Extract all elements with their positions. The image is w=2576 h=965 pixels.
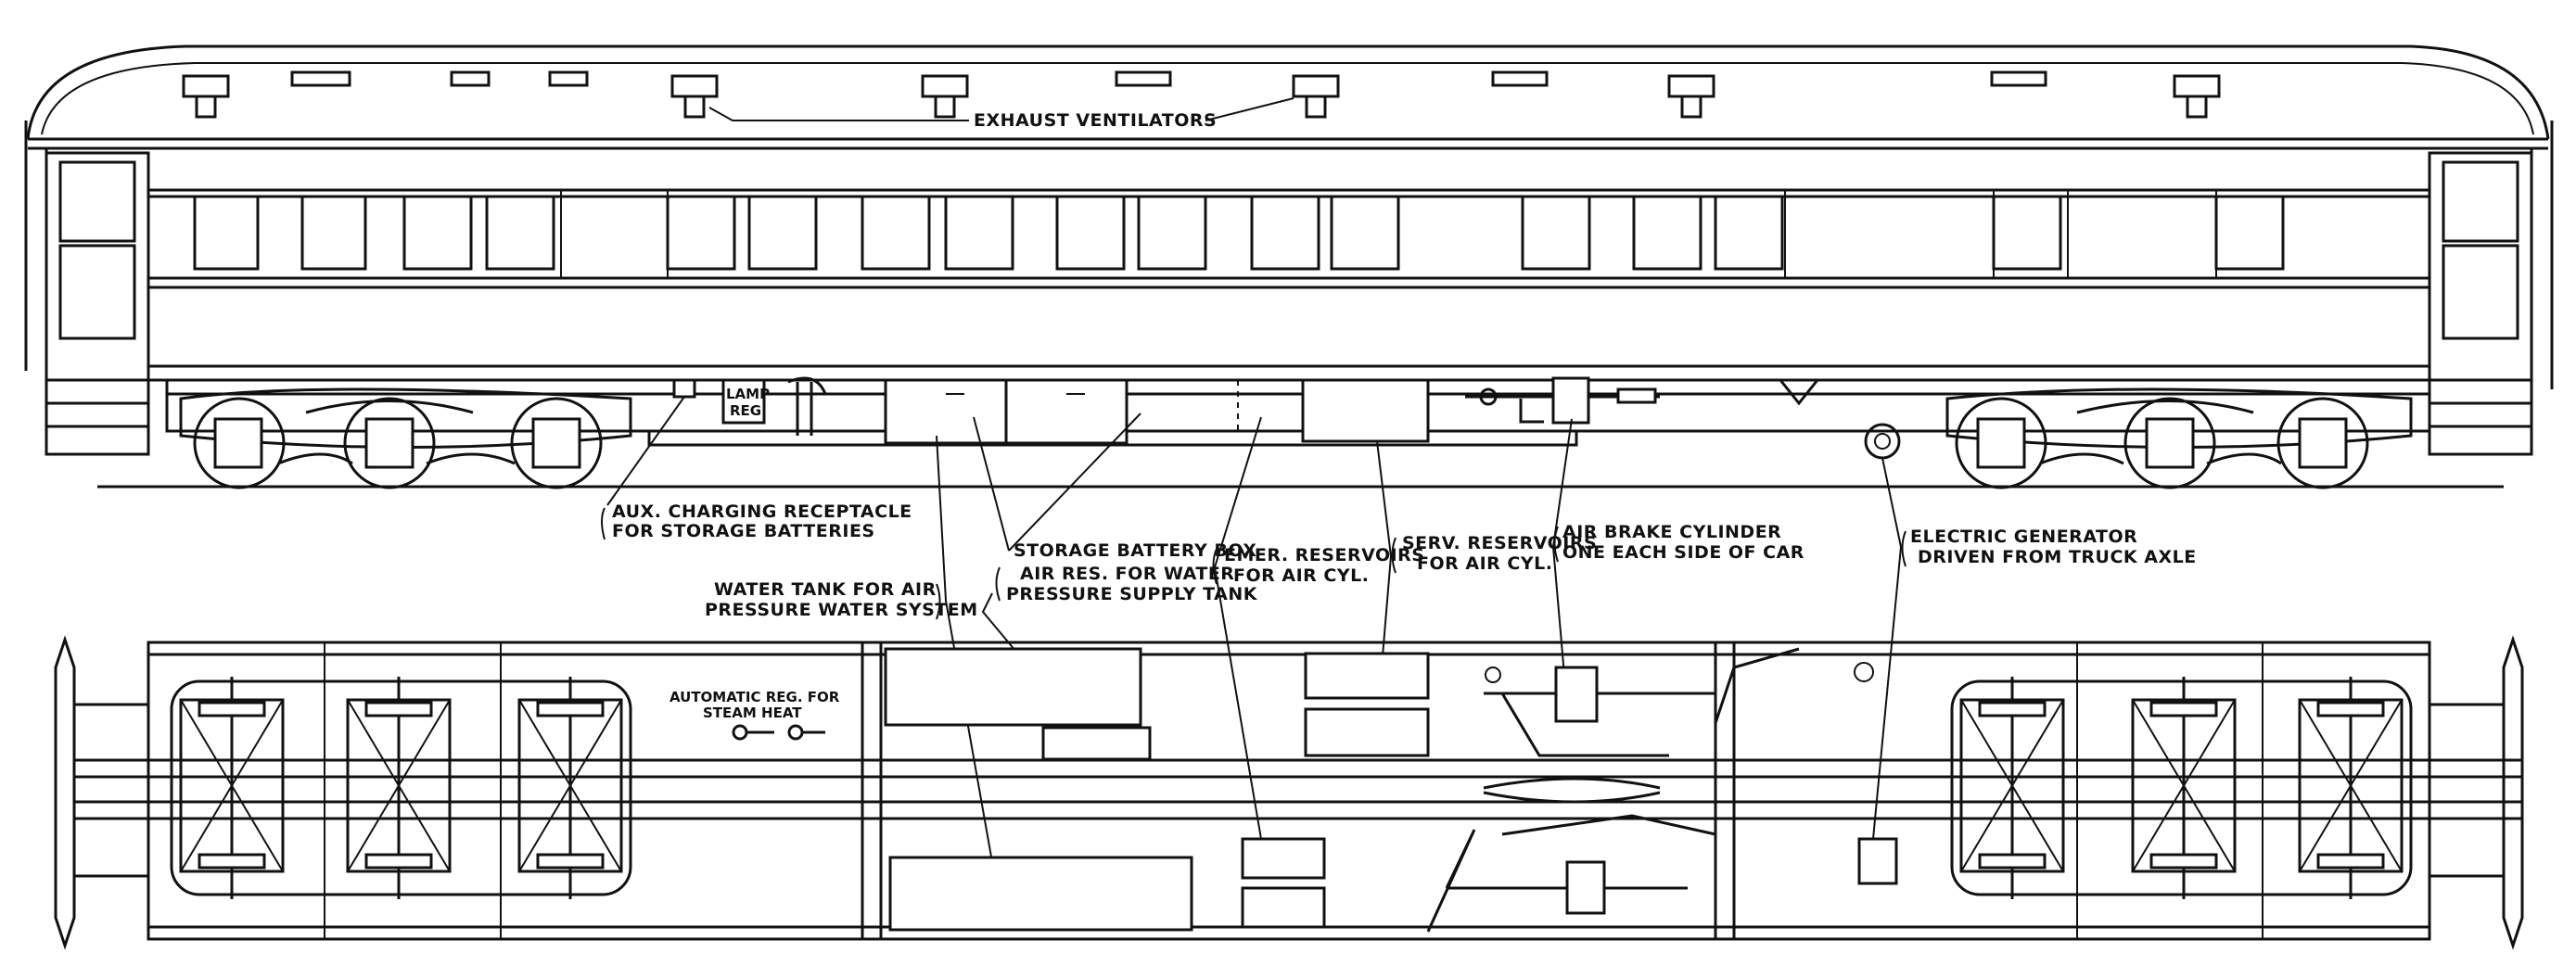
label-water-tank-1: WATER TANK FOR AIR [714,579,937,600]
car-body [45,146,2533,382]
label-air-brake-1: AIR BRAKE CYLINDER [1562,522,1781,542]
steps-right [2428,378,2533,456]
brake-rigging-plan [1426,647,1874,933]
label-generator-1: ELECTRIC GENERATOR [1910,527,2137,547]
label-serv-res-1: SERV. RESERVOIRS [1402,533,1597,553]
side-elevation [24,44,2554,489]
aux-charging-receptacle [672,378,696,399]
steps-left [45,378,150,456]
truck-plan-right [1950,677,2413,899]
emer-reservoirs-plan-2 [1241,886,1326,929]
service-reservoirs-side [1301,378,1430,443]
label-serv-res-2: FOR AIR CYL. [1417,553,1552,574]
callouts: EXHAUST VENTILATORS AUX. CHARGING RECEPT… [601,97,2197,863]
electric-generator-plan [1857,837,1898,885]
electric-generator-side [1864,423,1901,460]
truck-plan-left [170,677,632,899]
plan-view: AUTOMATIC REG. FOR STEAM HEAT [54,635,2524,950]
window-row [193,190,2285,278]
lamp-regulator [721,378,766,425]
label-auto-reg-1: AUTOMATIC REG. FOR [670,689,840,705]
label-reg: REG. [730,402,767,419]
label-air-res-water-1: AIR RES. FOR WATER [1020,564,1234,584]
air-brake-cylinder-side [1465,376,1660,425]
label-aux-charging-1: AUX. CHARGING RECEPTACLE [612,502,912,522]
exhaust-ventilators [182,70,2221,119]
label-storage-battery-box: STORAGE BATTERY BOX [1014,540,1256,561]
storage-battery-box-side [884,378,1008,445]
label-auto-reg-2: STEAM HEAT [703,705,802,721]
label-aux-charging-2: FOR STORAGE BATTERIES [612,521,875,541]
label-exhaust-ventilators: EXHAUST VENTILATORS [974,110,1217,131]
label-air-brake-2: ONE EACH SIDE OF CAR [1562,542,1804,563]
plan-frame [147,641,2431,941]
truck-right [1945,387,2413,489]
label-emer-res-2: FOR AIR CYL. [1233,565,1369,586]
label-water-tank-2: PRESSURE WATER SYSTEM [705,600,978,620]
label-air-res-water-2: PRESSURE SUPPLY TANK [1006,584,1258,604]
water-tank-plan [888,856,1193,932]
truck-left [179,387,632,489]
serv-reservoirs-plan-1 [1304,652,1430,700]
serv-reservoirs-plan-2 [1304,707,1430,757]
car-roof [26,44,2550,140]
emer-reservoirs-plan-1 [1241,837,1326,880]
steam-heat-regulator-plan [732,724,825,741]
label-emer-res-1: EMER. RESERVOIRS [1224,545,1425,565]
label-generator-2: DRIVEN FROM TRUCK AXLE [1918,547,2197,567]
storage-battery-box-plan [884,647,1142,727]
truss-bracket [1779,379,1819,406]
air-res-water-plan [1041,726,1152,761]
label-lamp: LAMP [726,386,770,402]
underframe [165,378,2431,433]
